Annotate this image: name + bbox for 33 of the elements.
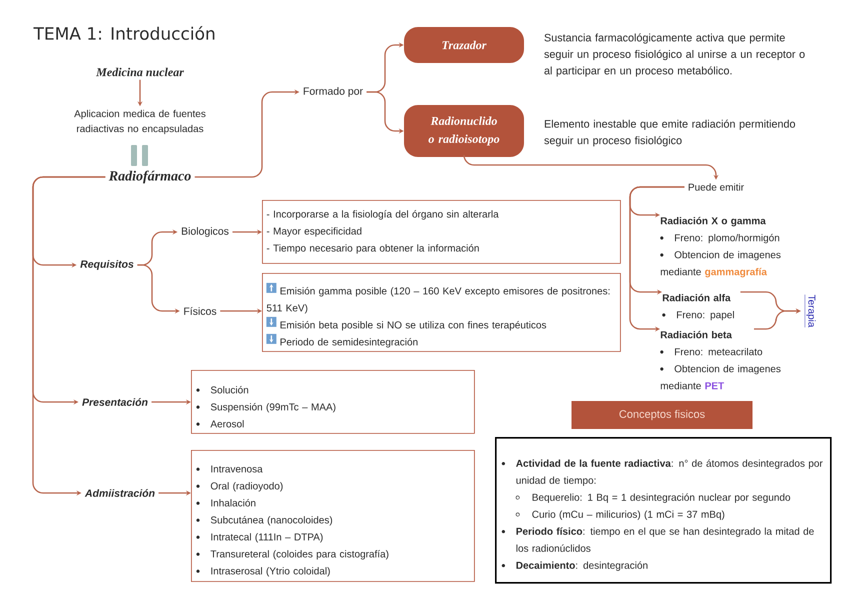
branch-label: Formado por (304, 87, 363, 97)
node-label: Obtencion de imagenes mediante PET (660, 364, 781, 390)
list-box: Intravenosa Oral (radioyodo) Inhalación Subcutánea (nanocoloides) Intratecal (111In – DTPA) Transureteral (coloides para cistografía) Intraserosal (Ytrio coloidal) (191, 450, 475, 582)
node-label: Freno: plomo/hormigón (675, 234, 780, 244)
node-label: Freno: meteacrilato (675, 348, 762, 356)
heading-box: Conceptos fisicos (572, 401, 752, 429)
node-label: Radiación alfa (662, 294, 731, 302)
rounded-box: Trazador (404, 27, 524, 63)
node-label: Freno: papel (677, 310, 734, 320)
heading-text: Medicina nuclear (96, 68, 184, 76)
branch-label: Físicos (184, 307, 216, 315)
node-label: Radiación beta (660, 330, 732, 338)
branch-label: Admiistración (84, 489, 155, 497)
list-box: Solución Suspensión (99mTc – MAA) Aerosol (191, 370, 475, 434)
heading-text: Radiofármaco (108, 170, 191, 184)
list-box: Emisión gamma posible (120 – 160 KeV excepto emisores de positrones: 511 KeV) Emisión beta posible si NO se utiliza con fines terapéuticos Periodo de semidesintegración (262, 273, 621, 352)
description-text: Elemento inestable que emite radiación permitiendo seguir un proceso fisiológico (544, 120, 796, 146)
branch-label: Presentación (82, 398, 148, 406)
definition-text: Aplicacion medica de fuentes radiactivas no encapsuladas (74, 110, 206, 134)
node-label: Radiación X o gamma (660, 216, 766, 226)
branch-label: Requisitos (80, 260, 134, 270)
radiation-list: Radiación alfa Freno: papel (662, 294, 734, 320)
radiation-list: Radiación beta Freno: meteacrilato Obtencion de imagenes mediante PET (660, 330, 781, 390)
branch-label: Puede emitir (688, 183, 744, 191)
node-label: Obtencion de imagenes mediante gammagrafía (660, 250, 781, 278)
radiation-list: Radiación X o gamma Freno: plomo/hormigón Obtencion de imagenes mediante gammagrafía (660, 216, 781, 278)
list-box: - Incorporarse a la fisiología del órgano sin alterarla - Mayor especificidad - Tiempo necesario para obtener la información (262, 200, 621, 264)
description-text: Sustancia farmacológicamente activa que permite seguir un proceso fisiológico al unirse a un receptor o al participar en un proceso metabólico. (544, 33, 805, 77)
concepts-box: Actividad de la fuente radiactiva: n° de átomos desintegrados por unidad de tiempo: Bequerelio: 1 Bq = 1 desintegración nuclear por segundo Curio (mCu – milicurios) (1 mCi = 37 mBq) Periodo físico: tiempo en el que se han desintegrado la mitad de los radionúclidos Decaimiento: desintegración (495, 437, 832, 584)
branch-label: Biologicos (182, 227, 229, 237)
link-text: Terapia (804, 294, 816, 328)
title: TEMA 1: Introducción (34, 26, 214, 40)
rounded-box: Radionuclido o radioisotopo (404, 105, 524, 157)
